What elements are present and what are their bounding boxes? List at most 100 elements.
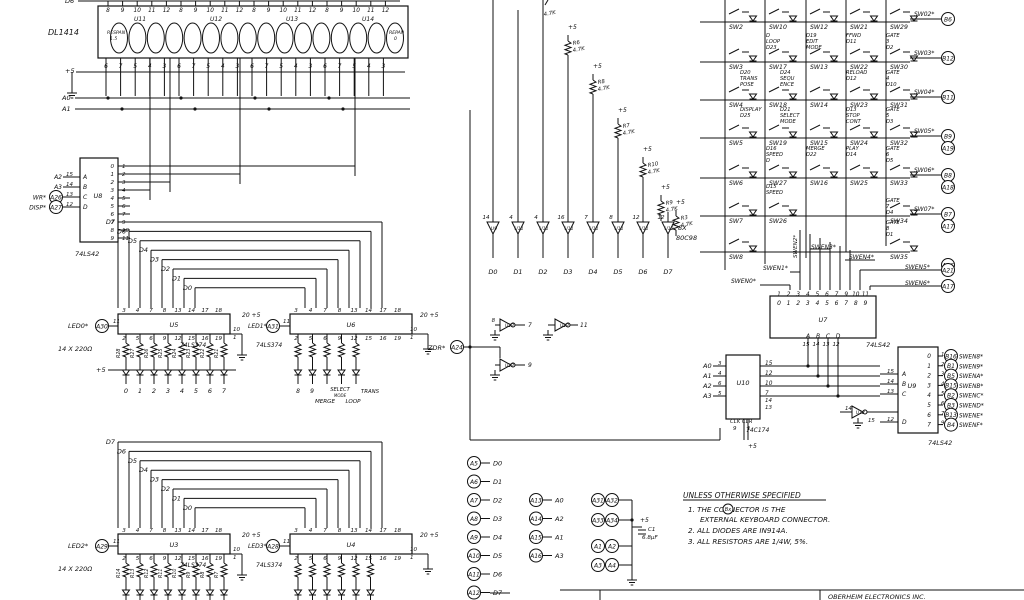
output-label: 1 xyxy=(787,300,791,307)
connector-B2: B2 xyxy=(944,388,958,403)
resistor xyxy=(322,334,332,366)
diode-triangle xyxy=(748,55,758,62)
connector-A9: A9 xyxy=(467,530,481,544)
switch-SW8: SW8 xyxy=(728,238,758,261)
label: 20 +5 xyxy=(242,312,261,319)
wire xyxy=(728,202,740,209)
switch-SW14: SW14 xyxy=(809,86,839,109)
resistor xyxy=(366,554,375,586)
connector-circle xyxy=(605,558,619,572)
cell-label: 5 xyxy=(886,113,890,119)
swen-output-label: SWENA* xyxy=(959,374,983,380)
pin-number: 9 xyxy=(163,556,167,562)
label: 1 xyxy=(410,335,414,341)
cell-label: D4 xyxy=(886,210,893,216)
resistor-name: R12 xyxy=(144,569,150,578)
latch-U6-body xyxy=(289,313,413,335)
connector-circle xyxy=(722,503,734,515)
wire xyxy=(768,8,780,15)
connector-A32: A32 xyxy=(605,493,619,507)
pullup-R9 xyxy=(656,195,666,221)
switch-SW22: SW22 xyxy=(849,48,879,71)
diode-triangle xyxy=(869,15,879,22)
resistor-name: R23 xyxy=(186,349,192,358)
wire xyxy=(177,342,187,358)
diode-triangle xyxy=(149,369,159,376)
label: 10 xyxy=(233,327,241,333)
cell-label: D25 xyxy=(740,113,751,119)
diode-triangle xyxy=(829,131,839,138)
diode-triangle xyxy=(191,589,201,596)
wire xyxy=(728,164,740,171)
led-diode xyxy=(205,589,215,596)
note-line: EXTERNAL KEYBOARD CONNECTOR. xyxy=(700,515,830,524)
switch-SW27: SW27 xyxy=(768,164,798,187)
display-digit xyxy=(128,22,147,54)
diode-triangle xyxy=(788,131,798,138)
resistor-R24 xyxy=(177,334,187,366)
pin-number: 19 xyxy=(394,336,402,342)
connector-label: B6 xyxy=(944,16,952,23)
connector-circle xyxy=(266,539,280,553)
pin-number: 12 xyxy=(236,8,244,14)
wire xyxy=(351,562,361,578)
label: +5 xyxy=(593,63,602,70)
wire xyxy=(588,79,598,95)
led-diode xyxy=(149,369,159,376)
diode-triangle xyxy=(788,93,798,100)
connector-label: A1 xyxy=(593,543,602,550)
pin-number: 2 xyxy=(294,556,298,562)
signal-label: WR* xyxy=(33,195,46,202)
matrix-diode xyxy=(909,245,919,252)
connector-circle xyxy=(941,263,955,277)
pin-number: 4 xyxy=(534,215,538,221)
led-enable-label: LED0* xyxy=(68,322,89,330)
connector-circle xyxy=(941,219,955,233)
matrix-diode xyxy=(788,15,798,22)
data-line-label: D0 xyxy=(183,504,192,512)
bus-signal: A3 xyxy=(554,552,564,560)
pin-number: 10 xyxy=(207,8,215,14)
connector-A33: A33 xyxy=(591,513,605,527)
connector-A12: A12 xyxy=(467,585,481,600)
label: C xyxy=(902,391,907,398)
cell-label: DISPLAY xyxy=(740,107,762,113)
unit-label: U13 xyxy=(286,16,298,23)
swen-output-label: SWEN8* xyxy=(959,355,983,361)
switch-label: SW31 xyxy=(890,102,908,109)
label: U12 xyxy=(505,323,514,329)
pin-number: 3 xyxy=(294,528,298,534)
cell-label: D14 xyxy=(846,152,857,158)
connector-label: B4 xyxy=(947,422,955,429)
signal-label: A3 xyxy=(702,392,712,400)
diode-triangle xyxy=(205,369,215,376)
pin-number: 10 xyxy=(852,292,860,298)
pin-number: 12 xyxy=(309,8,317,14)
pin-number: 17 xyxy=(201,308,209,314)
swen-label: SWEN1* xyxy=(763,265,788,272)
connector-label: A12 xyxy=(467,590,480,597)
pin-number: 9 xyxy=(267,8,271,14)
pin-number: 9 xyxy=(340,8,344,14)
cell-label: TRANS xyxy=(740,76,758,82)
port-label: A xyxy=(805,333,810,340)
junction-dot xyxy=(816,374,820,378)
switch-label: SW27 xyxy=(769,180,787,187)
connector-B8: B8 xyxy=(941,168,955,182)
swen-output-label: SWENF* xyxy=(959,423,983,429)
wire xyxy=(205,342,215,358)
switch-label: SW12 xyxy=(810,24,828,31)
pin-number: 14 xyxy=(365,528,373,534)
connector-label: A13 xyxy=(529,497,542,504)
wire xyxy=(809,48,821,55)
resistor-name: R26 xyxy=(144,349,150,358)
label: 74LS374 xyxy=(256,562,282,569)
label: 13 xyxy=(887,389,894,395)
led-number: 5 xyxy=(194,387,198,395)
switch-label: SW16 xyxy=(810,180,828,187)
label: 15 xyxy=(868,418,875,424)
connector-A10: A10 xyxy=(467,548,481,563)
label: 5 xyxy=(927,403,931,409)
